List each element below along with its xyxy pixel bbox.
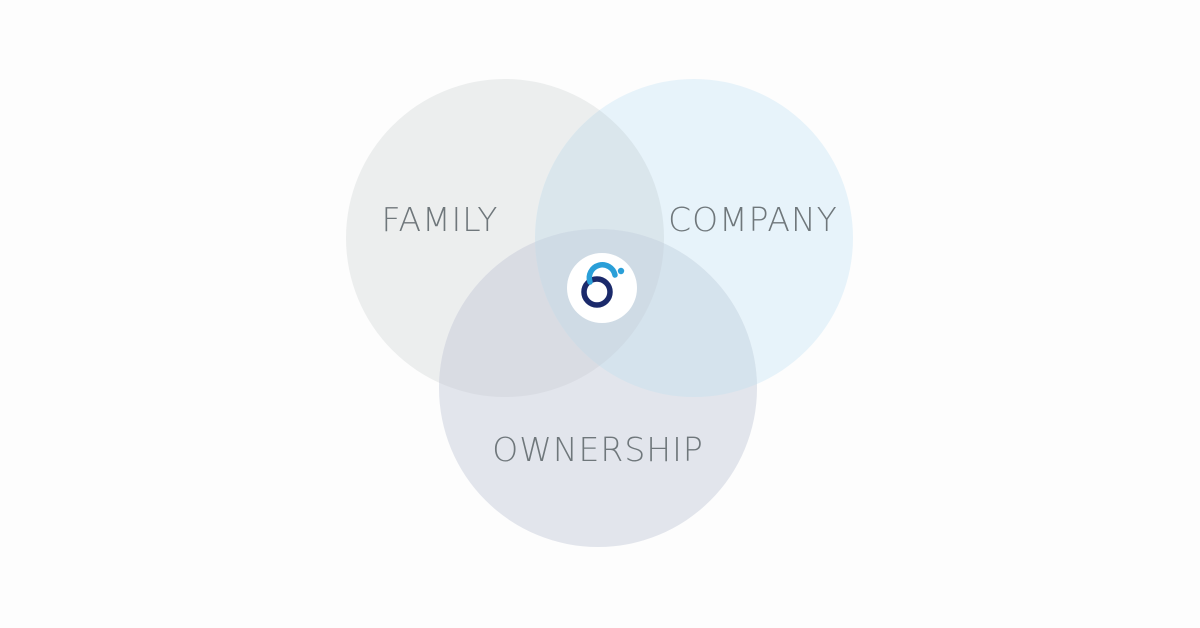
company-label: COMPANY [668, 200, 838, 239]
family-label: FAMILY [382, 200, 499, 239]
ownership-label: OWNERSHIP [492, 430, 703, 469]
center-logo [567, 253, 637, 323]
interlocking-rings-logo-icon [581, 262, 625, 308]
